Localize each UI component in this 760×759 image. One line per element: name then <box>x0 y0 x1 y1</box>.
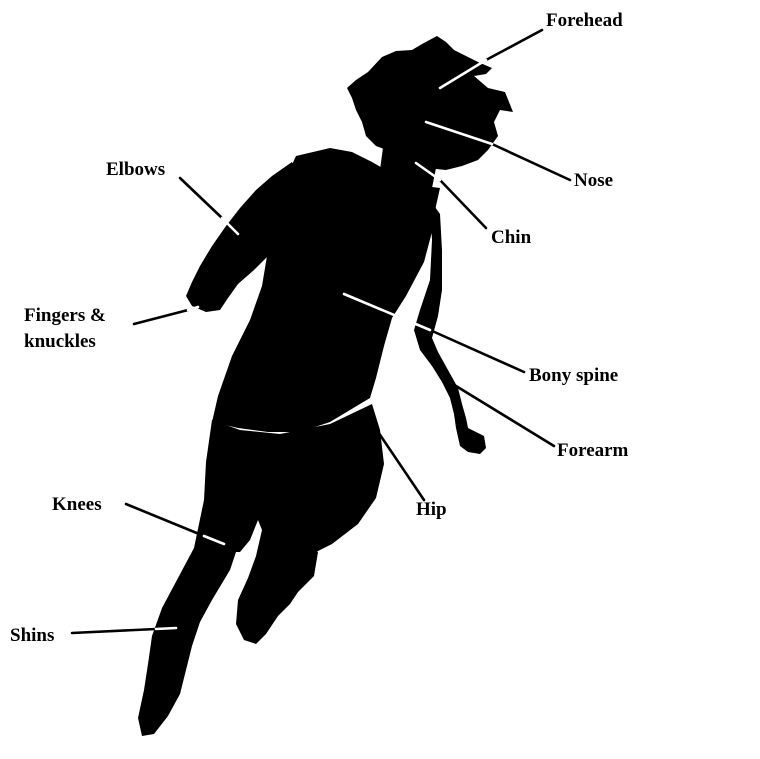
label-nose: Nose <box>574 170 613 191</box>
label-bony-spine: Bony spine <box>529 365 618 386</box>
label-hip: Hip <box>416 499 447 520</box>
fingers-leader-inner <box>188 307 198 310</box>
label-chin: Chin <box>491 227 532 248</box>
front-leg-shape <box>138 500 240 736</box>
label-forearm: Forearm <box>557 440 629 461</box>
label-knees: Knees <box>52 494 102 515</box>
label-shins: Shins <box>10 625 54 646</box>
shins-leader-inner <box>156 628 176 629</box>
torso-shape <box>212 148 440 432</box>
back-leg-shape <box>236 530 318 644</box>
label-fingers-line2: knuckles <box>24 331 96 352</box>
label-elbows: Elbows <box>106 159 165 180</box>
fingers-leader-outer <box>134 310 188 324</box>
label-forehead: Forehead <box>546 10 623 31</box>
shins-leader-outer <box>72 629 156 633</box>
label-fingers-line1: Fingers & <box>24 305 106 326</box>
knees-leader-outer <box>126 504 204 536</box>
nose-leader-outer <box>492 144 570 180</box>
elbows-leader-outer <box>180 178 222 218</box>
chin-leader-outer <box>440 180 486 228</box>
forehead-leader-outer <box>486 30 542 60</box>
